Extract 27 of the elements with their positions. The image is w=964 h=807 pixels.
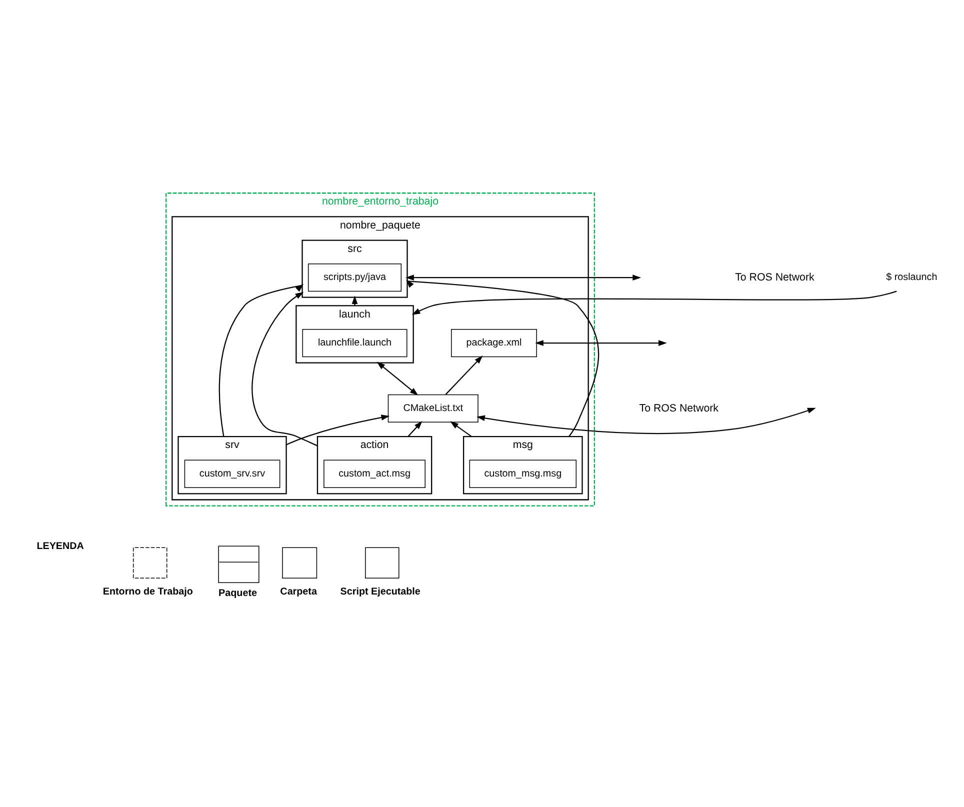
arrow bbox=[412, 290, 897, 315]
arrow bbox=[445, 356, 483, 395]
node-text: $ roslaunch bbox=[886, 272, 938, 284]
arrow bbox=[406, 274, 600, 437]
label: To ROS Network bbox=[639, 402, 718, 414]
node-box: package.xml bbox=[451, 328, 537, 358]
arrow bbox=[286, 414, 390, 446]
node-box: custom_srv.srv bbox=[184, 460, 280, 488]
arrow bbox=[408, 420, 422, 437]
legend-label: Carpeta bbox=[280, 586, 317, 598]
node-box: custom_act.msg bbox=[324, 460, 426, 488]
legend-label: Script Ejecutable bbox=[340, 586, 420, 598]
label: To ROS Network bbox=[735, 271, 814, 284]
legend-label: Entorno de Trabajo bbox=[102, 586, 193, 598]
label: LEYENDA bbox=[36, 540, 84, 552]
node-box: scripts.py/java bbox=[308, 264, 402, 292]
node-box: CMakeList.txt bbox=[388, 394, 478, 423]
arrow bbox=[450, 421, 472, 438]
arrow bbox=[476, 408, 816, 434]
node-box: launchfile.launch bbox=[302, 328, 408, 358]
arrow bbox=[535, 340, 667, 346]
arrow bbox=[218, 284, 304, 437]
arrow bbox=[376, 362, 418, 396]
arrow bbox=[406, 274, 642, 288]
legend-label: Paquete bbox=[218, 588, 257, 599]
node-box: custom_msg.msg bbox=[469, 460, 577, 488]
arrow bbox=[252, 292, 318, 446]
